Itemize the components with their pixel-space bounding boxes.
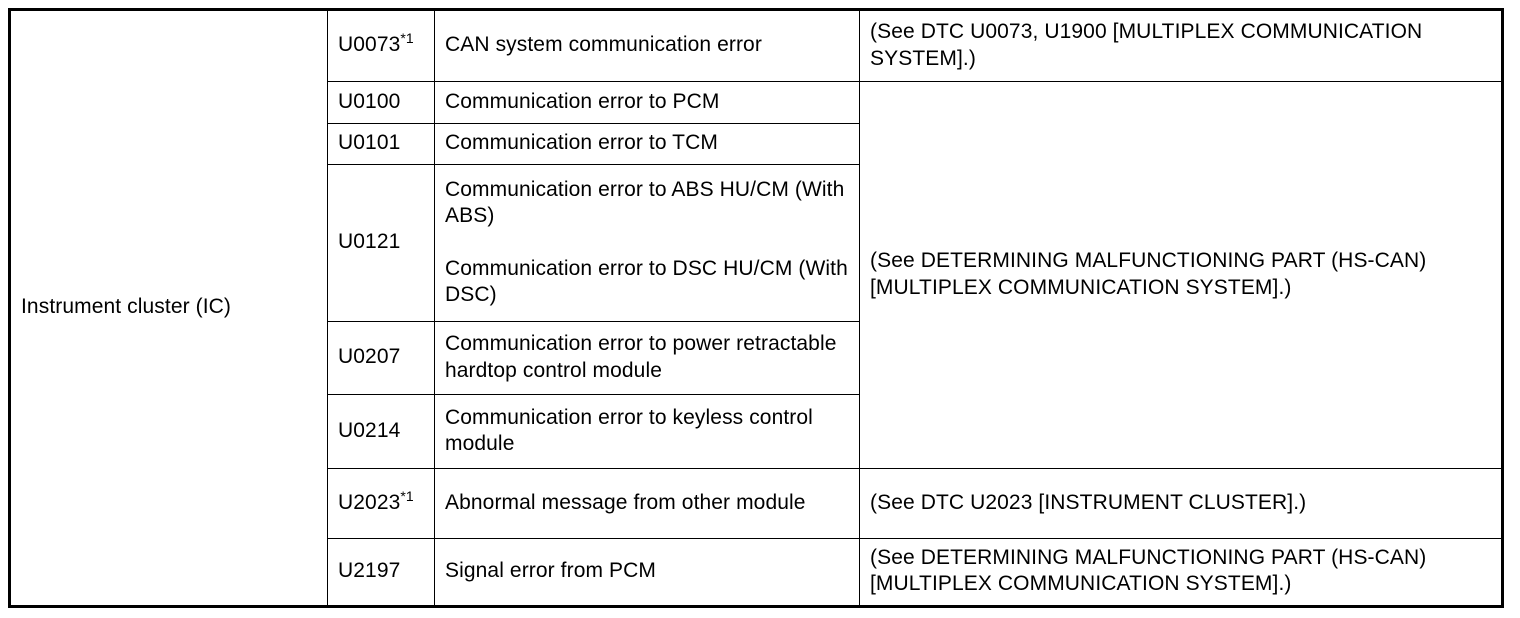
dtc-action-cell-merged: (See DETERMINING MALFUNCTIONING PART (HS… bbox=[859, 81, 1503, 469]
table-row: U0101 Communication error to TCM bbox=[10, 123, 1503, 165]
dtc-description-cell: Communication error to power retractable… bbox=[434, 321, 860, 395]
dtc-code-cell: U0101 bbox=[327, 123, 435, 165]
dtc-description-line-1: Communication error to ABS HU/CM (With A… bbox=[445, 177, 845, 228]
dtc-action-text: (See DETERMINING MALFUNCTIONING PART (HS… bbox=[870, 249, 1427, 299]
dtc-description-text: Communication error to TCM bbox=[445, 131, 718, 155]
dtc-code-text: U0100 bbox=[328, 83, 434, 122]
dtc-description-cell: Signal error from PCM bbox=[434, 538, 860, 607]
table-row: U0121 Communication error to ABS HU/CM (… bbox=[10, 164, 1503, 322]
dtc-code-value: U0207 bbox=[338, 345, 401, 369]
dtc-code-text: U0214 bbox=[328, 412, 434, 451]
dtc-action-text: (See DTC U2023 [INSTRUMENT CLUSTER].) bbox=[870, 490, 1307, 514]
dtc-code-cell: U0214 bbox=[327, 394, 435, 469]
dtc-description-text: Signal error from PCM bbox=[445, 559, 656, 583]
dtc-description-text: Communication error to ABS HU/CM (With A… bbox=[435, 171, 859, 316]
dtc-description-cell: Abnormal message from other module bbox=[434, 468, 860, 539]
dtc-description-cell: Communication error to keyless control m… bbox=[434, 394, 860, 469]
table-row: U0207 Communication error to power retra… bbox=[10, 321, 1503, 395]
table-row: Instrument cluster (IC) U0073*1 CAN syst… bbox=[9, 9, 1503, 607]
dtc-code-value: U0100 bbox=[338, 89, 401, 113]
dtc-description-cell: Communication error to TCM bbox=[434, 123, 860, 165]
table-row: U2023*1 Abnormal message from other modu… bbox=[10, 468, 1503, 539]
table-row: U2197 Signal error from PCM (See DETERMI… bbox=[10, 538, 1503, 607]
dtc-description-cell: Communication error to ABS HU/CM (With A… bbox=[434, 164, 860, 322]
dtc-description-text: Communication error to keyless control m… bbox=[445, 405, 813, 455]
dtc-description-line-2: Communication error to DSC HU/CM (With D… bbox=[445, 256, 848, 306]
dtc-code-value: U2023 bbox=[338, 490, 401, 514]
dtc-code-text: U0207 bbox=[328, 338, 434, 377]
dtc-code-footnote-marker: *1 bbox=[400, 487, 414, 504]
dtc-description-text: CAN system communication error bbox=[445, 33, 762, 57]
dtc-code-text: U0073*1 bbox=[328, 26, 434, 65]
dtc-code-value: U0121 bbox=[338, 230, 401, 254]
dtc-code-cell: U2197 bbox=[327, 538, 435, 607]
dtc-description-cell: Communication error to PCM bbox=[434, 81, 860, 124]
dtc-code-text: U0121 bbox=[328, 223, 434, 262]
dtc-code-text: U2023*1 bbox=[328, 484, 434, 523]
dtc-code-cell: U0207 bbox=[327, 321, 435, 395]
dtc-code-cell: U0100 bbox=[327, 81, 435, 124]
dtc-code-value: U0073 bbox=[338, 33, 401, 57]
table-row: U0214 Communication error to keyless con… bbox=[10, 394, 1503, 469]
dtc-code-value: U2197 bbox=[338, 559, 401, 583]
dtc-code-footnote-marker: *1 bbox=[400, 30, 414, 47]
table-row: U0100 Communication error to PCM (See DE… bbox=[10, 81, 1503, 469]
dtc-action-text: (See DETERMINING MALFUNCTIONING PART (HS… bbox=[870, 546, 1427, 596]
dtc-action-cell: (See DETERMINING MALFUNCTIONING PART (HS… bbox=[859, 538, 1503, 607]
dtc-code-text: U2197 bbox=[328, 552, 434, 591]
dtc-description-cell: CAN system communication error bbox=[434, 9, 860, 82]
system-name-label: Instrument cluster (IC) bbox=[21, 295, 232, 319]
dtc-code-value: U0101 bbox=[338, 131, 401, 155]
dtc-code-cell: U0073*1 bbox=[327, 9, 435, 82]
system-name-cell: Instrument cluster (IC) bbox=[9, 9, 328, 607]
dtc-action-cell: (See DTC U2023 [INSTRUMENT CLUSTER].) bbox=[859, 468, 1503, 539]
dtc-action-text: (See DTC U0073, U1900 [MULTIPLEX COMMUNI… bbox=[870, 20, 1423, 70]
dtc-code-table: Instrument cluster (IC) U0073*1 CAN syst… bbox=[8, 8, 1504, 608]
dtc-action-cell: (See DTC U0073, U1900 [MULTIPLEX COMMUNI… bbox=[859, 9, 1503, 82]
dtc-description-text: Communication error to PCM bbox=[445, 89, 720, 113]
dtc-code-cell: U0121 bbox=[327, 164, 435, 322]
dtc-description-text: Communication error to power retractable… bbox=[445, 332, 837, 382]
dtc-code-cell: U2023*1 bbox=[327, 468, 435, 539]
dtc-code-value: U0214 bbox=[338, 418, 401, 442]
dtc-code-text: U0101 bbox=[328, 124, 434, 163]
dtc-description-text: Abnormal message from other module bbox=[445, 490, 806, 514]
